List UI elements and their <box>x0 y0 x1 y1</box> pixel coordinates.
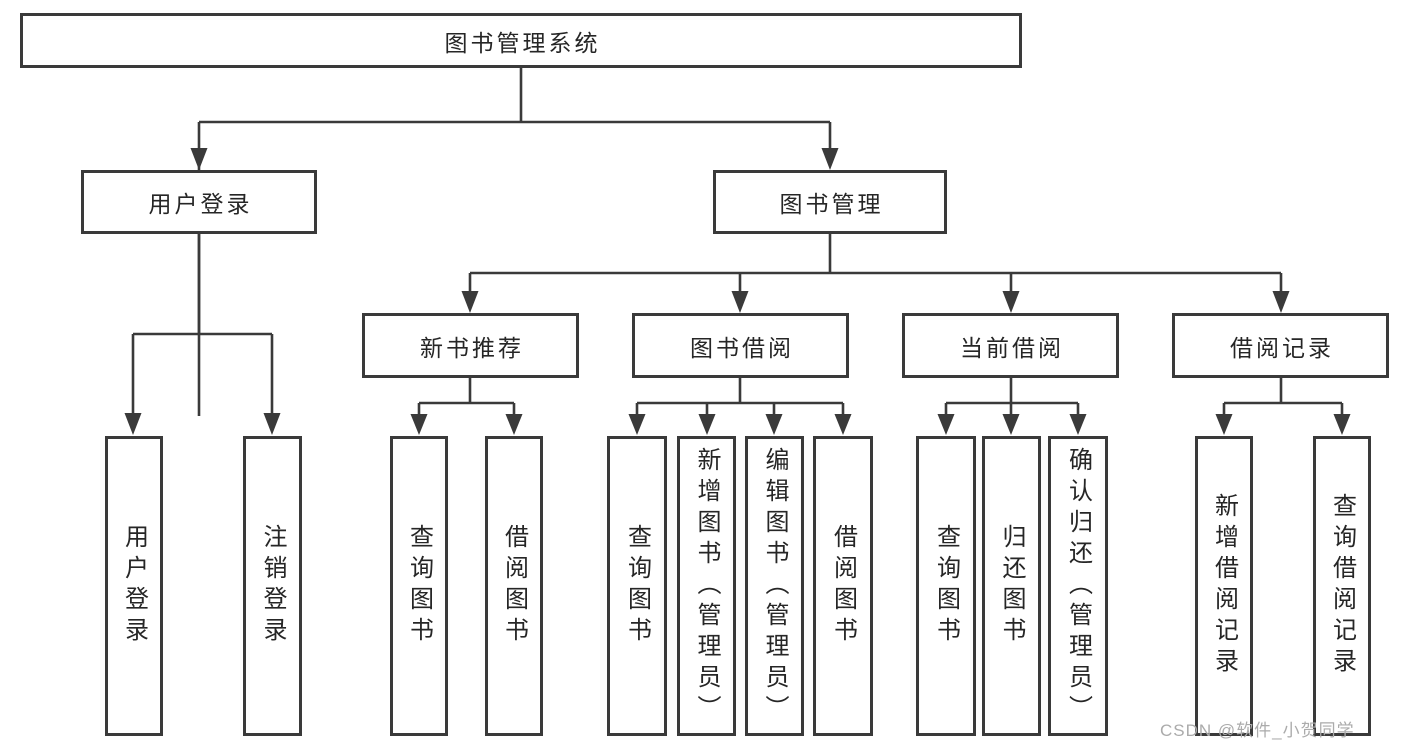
node-label: 用户登录 <box>148 191 253 217</box>
node-label: 新增图书（管理员） <box>693 446 720 726</box>
leaf-add-borrow-record: 新增借阅记录 <box>1195 436 1253 736</box>
edge-line <box>131 234 274 418</box>
edge-line <box>417 378 516 418</box>
edge-line <box>944 378 1080 418</box>
arrowhead-down-icon <box>1069 414 1087 435</box>
node-label: 归还图书 <box>998 524 1025 648</box>
node-label: 确认归还（管理员） <box>1064 446 1092 726</box>
arrowhead-down-icon <box>190 148 208 170</box>
edge-user-login-to-leaves <box>124 234 281 435</box>
arrowhead-down-icon <box>1272 291 1290 313</box>
arrowhead-down-icon <box>505 414 523 435</box>
arrowhead-down-icon <box>410 414 428 435</box>
edge-book-mgmt-to-level3 <box>461 234 1290 313</box>
edge-line <box>635 378 845 418</box>
node-label: 用户登录 <box>120 524 148 648</box>
node-label: 新书推荐 <box>420 334 524 361</box>
node-label: 编辑图书（管理员） <box>761 446 788 726</box>
leaf-query-books-2: 查询图书 <box>607 436 667 736</box>
edge-current-borrow-to-leaves <box>937 378 1087 435</box>
leaf-return-book: 归还图书 <box>982 436 1041 736</box>
leaf-borrow-books-2: 借阅图书 <box>813 436 873 736</box>
arrowhead-down-icon <box>834 414 852 435</box>
node-book-management: 图书管理 <box>713 170 947 234</box>
arrowhead-down-icon <box>765 414 783 435</box>
edge-borrow-record-to-leaves <box>1215 378 1351 435</box>
arrowhead-down-icon <box>937 414 955 435</box>
watermark-text: CSDN @软件_小贺同学 <box>1160 721 1355 740</box>
leaf-confirm-return-admin: 确认归还（管理员） <box>1048 436 1108 736</box>
node-label: 查询借阅记录 <box>1328 493 1356 679</box>
node-label: 查询图书 <box>623 524 651 648</box>
leaf-user-login: 用户登录 <box>105 436 163 736</box>
edge-book-borrow-to-leaves <box>628 378 852 435</box>
edge-new-book-to-leaves <box>410 378 523 435</box>
node-label: 注销登录 <box>259 524 286 648</box>
node-label: 新增借阅记录 <box>1210 493 1238 679</box>
node-current-borrowing: 当前借阅 <box>902 313 1119 378</box>
node-borrowing-records: 借阅记录 <box>1172 313 1389 378</box>
leaf-query-borrow-record: 查询借阅记录 <box>1313 436 1371 736</box>
edge-root-to-level2 <box>190 68 839 416</box>
node-user-login: 用户登录 <box>81 170 317 234</box>
edge-line <box>197 68 832 416</box>
node-label: 图书管理系统 <box>444 29 601 56</box>
leaf-logout: 注销登录 <box>243 436 302 736</box>
leaf-edit-book-admin: 编辑图书（管理员） <box>745 436 804 736</box>
node-label: 查询图书 <box>405 524 433 648</box>
arrowhead-down-icon <box>1002 291 1020 313</box>
leaf-query-books-1: 查询图书 <box>390 436 448 736</box>
node-label: 借阅记录 <box>1230 334 1334 361</box>
arrowhead-down-icon <box>124 413 142 435</box>
arrowhead-down-icon <box>731 291 749 313</box>
arrowhead-down-icon <box>628 414 646 435</box>
node-label: 图书借阅 <box>690 334 794 361</box>
arrowhead-down-icon <box>1002 414 1020 435</box>
arrowhead-down-icon <box>821 148 839 170</box>
edge-line <box>468 234 1283 295</box>
arrowhead-down-icon <box>263 413 281 435</box>
arrowhead-down-icon <box>1215 414 1233 435</box>
node-library-system: 图书管理系统 <box>20 13 1022 68</box>
node-label: 查询图书 <box>932 524 960 648</box>
node-label: 借阅图书 <box>829 524 857 648</box>
arrowhead-down-icon <box>1333 414 1351 435</box>
edge-line <box>1222 378 1344 418</box>
leaf-add-book-admin: 新增图书（管理员） <box>677 436 736 736</box>
arrowhead-down-icon <box>461 291 479 313</box>
leaf-query-books-3: 查询图书 <box>916 436 976 736</box>
node-book-borrowing: 图书借阅 <box>632 313 849 378</box>
node-label: 图书管理 <box>779 191 884 217</box>
arrowhead-down-icon <box>698 414 716 435</box>
node-label: 借阅图书 <box>500 524 528 648</box>
node-label: 当前借阅 <box>960 334 1064 361</box>
node-new-book-recommend: 新书推荐 <box>362 313 579 378</box>
leaf-borrow-books-1: 借阅图书 <box>485 436 543 736</box>
